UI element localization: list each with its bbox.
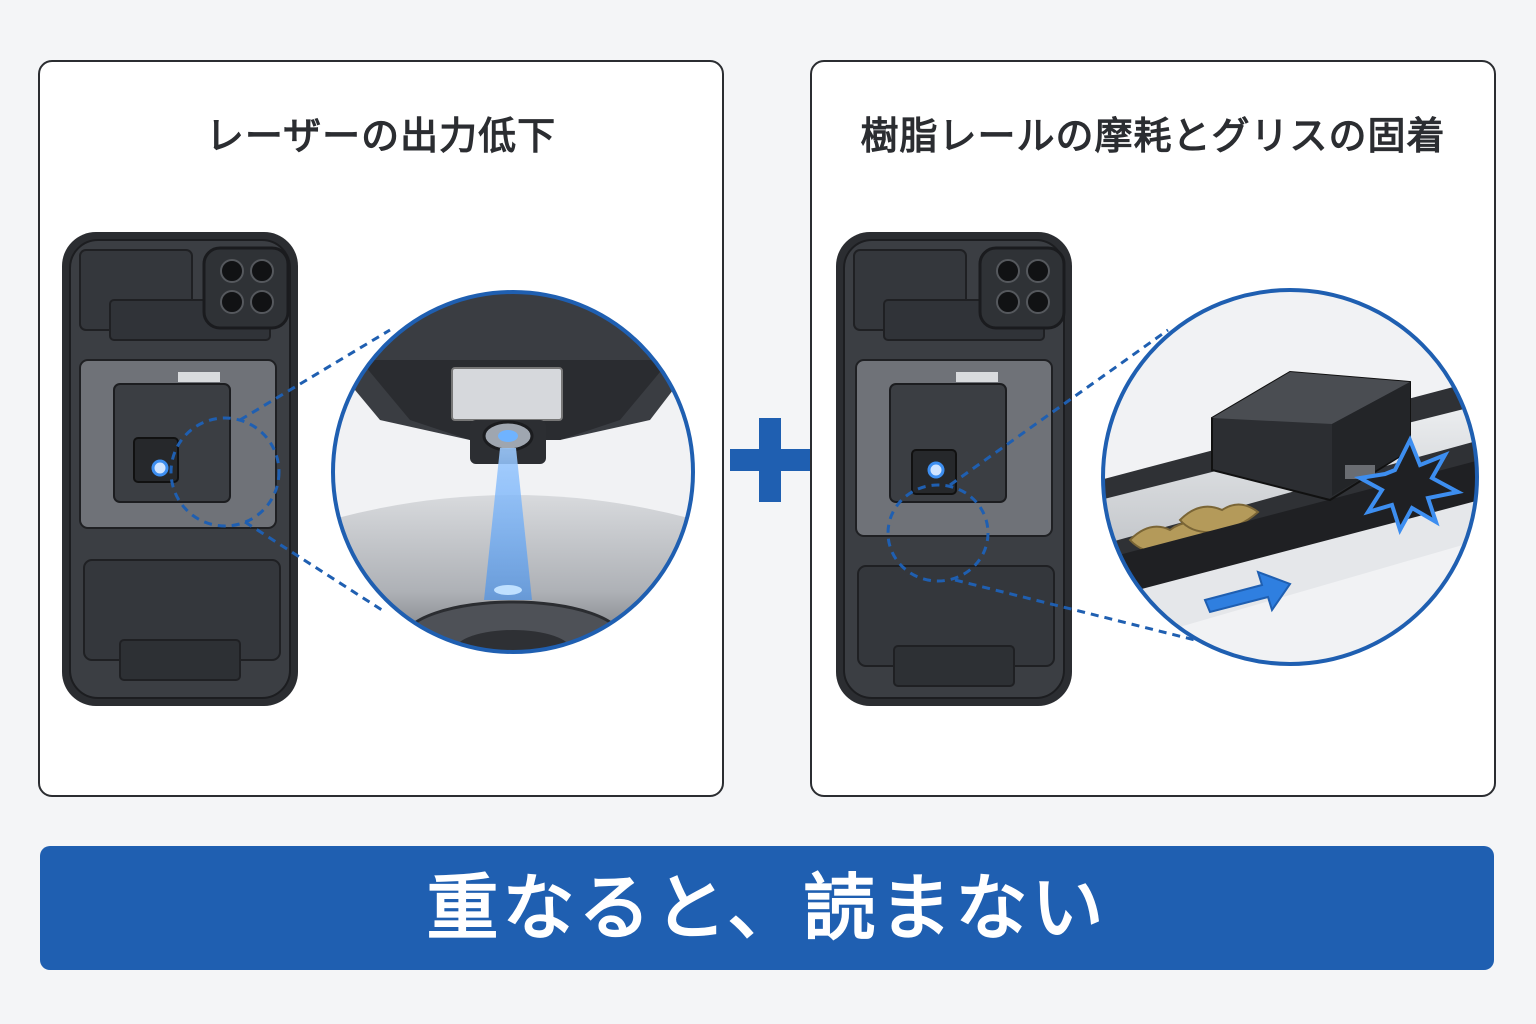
panel-title-laser: レーザーの出力低下 <box>205 114 557 158</box>
summary-banner: 重なると、読まない <box>40 846 1494 970</box>
plus-icon <box>730 418 810 502</box>
summary-text: 重なると、読まない <box>426 866 1108 950</box>
impact-burst-icon <box>1353 435 1464 536</box>
device-right <box>836 232 1072 706</box>
device-left <box>62 232 298 706</box>
zoom-rail <box>1103 290 1477 664</box>
zoom-laser <box>333 292 693 652</box>
camera-module-icon <box>978 246 1066 330</box>
slider-block <box>1211 370 1411 502</box>
callout-right <box>886 328 1196 642</box>
callout-left <box>169 328 391 614</box>
arrow-right-icon <box>1203 570 1292 614</box>
camera-module-icon <box>202 246 290 330</box>
panel-title-rail: 樹脂レールの摩耗とグリスの固着 <box>860 114 1446 158</box>
